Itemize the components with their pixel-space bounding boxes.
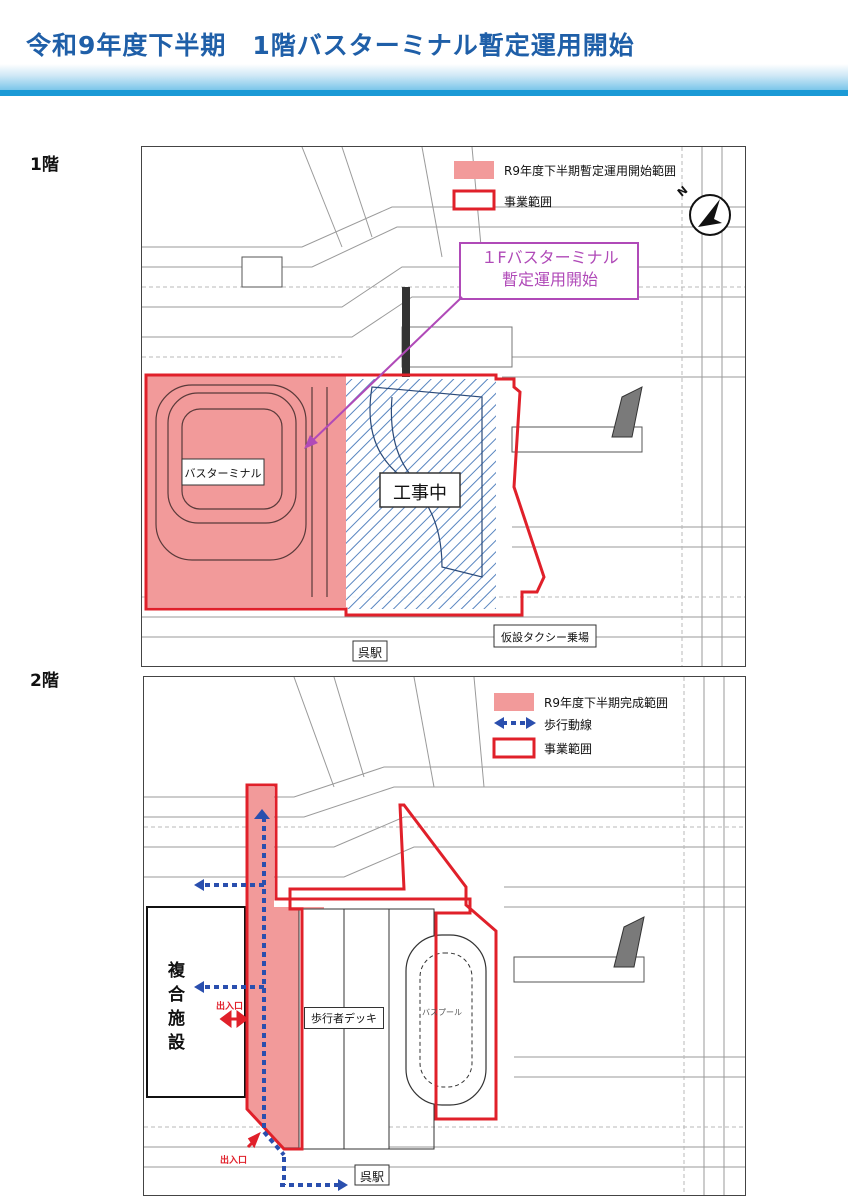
entrance-label-bottom: 出入口	[220, 1156, 248, 1166]
complex-facility-label: 複 合 施 設	[168, 959, 185, 1055]
floor1-callout-line2: 暫定運用開始	[501, 270, 598, 289]
floor2-legend-walk-swatch	[494, 717, 536, 729]
complex-char-3: 施	[168, 1009, 185, 1029]
floor2-legend-red-label: 事業範囲	[544, 742, 593, 756]
floor2-label: 2階	[30, 671, 59, 691]
floor1-roads	[142, 147, 745, 666]
floor1-construction-label: 工事中	[393, 483, 447, 504]
walk-route-lines	[202, 817, 340, 1187]
complex-facility	[146, 906, 246, 1098]
floor1-callout-line1: １Fバスターミナル	[481, 248, 619, 267]
entrance-label-middle: 出入口	[216, 1002, 244, 1012]
floor2-map: R9年度下半期完成範囲 歩行動線 事業範囲 複 合 施 設 出入口 出入口 歩行…	[143, 676, 746, 1196]
floor1-legend-red-swatch	[452, 189, 496, 211]
bus-pool-label: バスプール	[422, 1008, 462, 1017]
header-band	[0, 64, 848, 96]
floor2-legend-walk-label: 歩行動線	[544, 718, 593, 732]
floor1-legend-pink-swatch	[454, 161, 494, 179]
floor1-operating-area	[146, 375, 346, 607]
floor2-project-boundary	[245, 783, 498, 1151]
complex-char-4: 設	[168, 1033, 185, 1053]
floor1-bus-terminal-label: バスターミナル	[184, 467, 262, 480]
floor1-callout-text: １Fバスターミナル 暫定運用開始	[462, 247, 638, 291]
floor1-callout-box	[459, 242, 639, 300]
pedestrian-deck-label: 歩行者デッキ	[304, 1007, 384, 1029]
floor1-legend-pink-label: R9年度下半期暫定運用開始範囲	[504, 164, 676, 178]
floor1-taxi-label: 仮設タクシー乗場	[501, 631, 589, 644]
floor2-legend-red-swatch	[492, 737, 536, 759]
floor1-project-boundary	[144, 373, 546, 617]
page-title: 令和9年度下半期 1階バスターミナル暫定運用開始	[26, 31, 635, 60]
floor1-map: R9年度下半期暫定運用開始範囲 事業範囲 N １Fバスターミナル 暫定運用開始 …	[141, 146, 746, 667]
floor2-map-drawing	[144, 677, 745, 1195]
complex-char-1: 複	[168, 961, 185, 981]
floor1-map-drawing	[142, 147, 745, 666]
floor2-station-label: 呉駅	[359, 1170, 384, 1184]
floor1-station-label: 呉駅	[357, 646, 382, 660]
complex-char-2: 合	[168, 985, 185, 1005]
floor1-legend-red-label: 事業範囲	[504, 195, 553, 209]
floor2-legend-pink-swatch	[494, 693, 534, 711]
floor1-label: 1階	[30, 155, 59, 175]
floor2-legend-pink-label: R9年度下半期完成範囲	[544, 696, 668, 710]
floor2-roads	[144, 677, 745, 1195]
